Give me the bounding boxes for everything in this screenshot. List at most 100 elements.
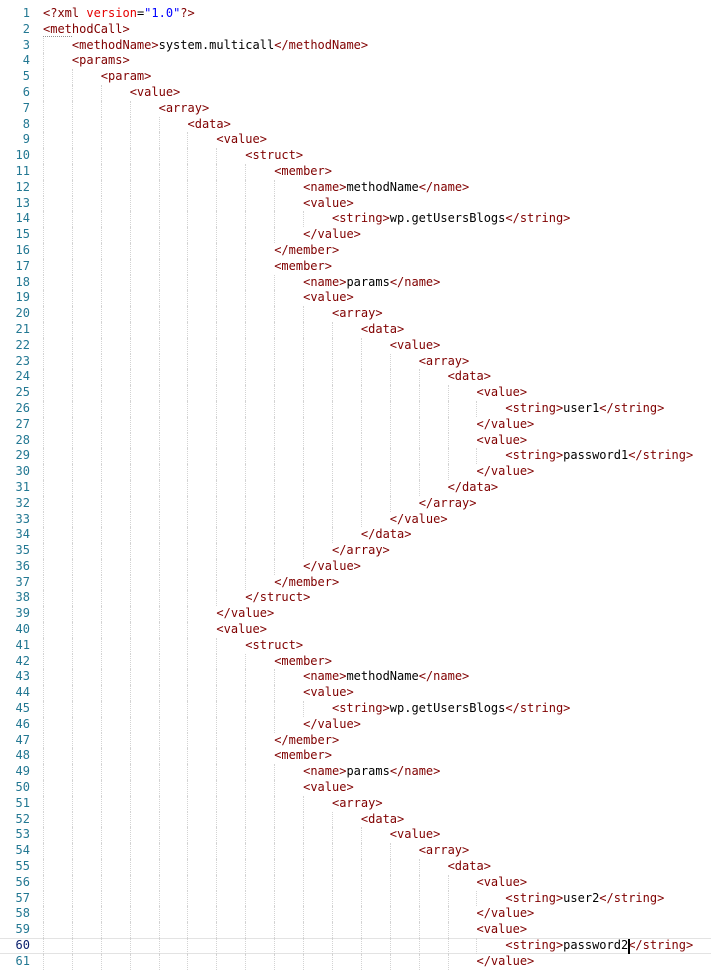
indent-guide [187,179,189,196]
code-line-29[interactable]: 29 <string>password1</string> [0,448,711,465]
code-line-7[interactable]: 7 <array> [0,100,711,117]
indent-guide [331,385,333,401]
indent-guide [129,811,131,828]
code-line-40[interactable]: 40 <value> [0,622,711,638]
code-line-51[interactable]: 51 <array> [0,795,711,812]
code-line-56[interactable]: 56 <value> [0,874,711,891]
code-line-60[interactable]: 60 <string>password2</string> [0,938,711,954]
code-line-36[interactable]: 36 </value> [0,558,711,575]
code-line-12[interactable]: 12 <name>methodName</name> [0,179,711,196]
code-line-53[interactable]: 53 <value> [0,827,711,844]
indent-guide [274,385,276,401]
indent-guide [100,148,102,164]
code-line-54[interactable]: 54 <array> [0,843,711,860]
code-line-11[interactable]: 11 <member> [0,163,711,180]
code-line-61[interactable]: 61 </value> [0,953,711,970]
code-line-22[interactable]: 22 <value> [0,337,711,354]
indent-guide [187,495,189,512]
indent-guide [43,369,44,386]
code-line-30[interactable]: 30 </value> [0,464,711,480]
code-line-28[interactable]: 28 <value> [0,432,711,449]
indent-guide [100,653,102,670]
code-line-49[interactable]: 49 <name>params</name> [0,764,711,781]
indent-guide [43,479,44,496]
indent-guide [331,479,333,496]
token-tag: <string> [505,890,564,905]
indent-guide [216,701,218,717]
indent-guide [274,780,276,796]
code-line-35[interactable]: 35 </array> [0,543,711,559]
indent-guide [187,653,189,670]
code-line-9[interactable]: 9 <value> [0,132,711,149]
code-line-2[interactable]: 2<methodCall> [0,22,711,38]
token-txt: password1 [563,448,629,463]
code-line-32[interactable]: 32 </array> [0,495,711,512]
code-line-46[interactable]: 46 </value> [0,716,711,733]
code-line-16[interactable]: 16 </member> [0,242,711,259]
indent-guide [187,227,189,243]
indent-guide [245,306,247,322]
indent-guide [274,274,276,291]
indent-guide [245,337,247,354]
code-line-38[interactable]: 38 </struct> [0,590,711,607]
code-line-23[interactable]: 23 <array> [0,353,711,370]
token-tag: </member> [274,574,340,589]
code-line-5[interactable]: 5 <param> [0,69,711,85]
code-line-37[interactable]: 37 </member> [0,574,711,591]
code-text: </member> [43,574,711,591]
code-line-17[interactable]: 17 <member> [0,258,711,275]
code-line-8[interactable]: 8 <data> [0,116,711,133]
indent-guide [100,432,102,449]
code-line-20[interactable]: 20 <array> [0,306,711,322]
code-line-10[interactable]: 10 <struct> [0,148,711,164]
code-line-14[interactable]: 14 <string>wp.getUsersBlogs</string> [0,211,711,228]
code-line-33[interactable]: 33 </value> [0,511,711,528]
code-line-44[interactable]: 44 <value> [0,685,711,702]
indent-guide [158,337,160,354]
indent-guide [100,906,102,923]
token-tag: <value> [476,874,528,889]
code-line-45[interactable]: 45 <string>wp.getUsersBlogs</string> [0,701,711,717]
indent-guide [100,574,102,591]
code-line-6[interactable]: 6 <value> [0,84,711,101]
code-line-31[interactable]: 31 </data> [0,479,711,496]
code-text: <name>methodName</name> [43,179,711,196]
code-line-42[interactable]: 42 <member> [0,653,711,670]
code-text: <value> [43,432,711,449]
code-line-34[interactable]: 34 </data> [0,527,711,544]
indent-guide [303,938,305,954]
indent-guide [129,701,131,717]
code-line-58[interactable]: 58 </value> [0,906,711,923]
code-line-57[interactable]: 57 <string>user2</string> [0,890,711,907]
code-line-50[interactable]: 50 <value> [0,780,711,796]
code-line-4[interactable]: 4 <params> [0,53,711,70]
code-line-18[interactable]: 18 <name>params</name> [0,274,711,291]
code-line-21[interactable]: 21 <data> [0,321,711,338]
indent-guide [129,953,131,970]
code-line-59[interactable]: 59 <value> [0,922,711,939]
token-txt [43,180,303,194]
code-line-48[interactable]: 48 <member> [0,748,711,765]
indent-guide [100,227,102,243]
code-line-27[interactable]: 27 </value> [0,416,711,433]
code-line-26[interactable]: 26 <string>user1</string> [0,400,711,417]
code-line-15[interactable]: 15 </value> [0,227,711,243]
code-line-19[interactable]: 19 <value> [0,290,711,307]
code-line-3[interactable]: 3 <methodName>system.multicall</methodNa… [0,37,711,54]
code-line-1[interactable]: 1<?xml version="1.0"?> [0,6,711,22]
code-line-25[interactable]: 25 <value> [0,385,711,401]
code-text: </value> [43,906,711,923]
code-line-13[interactable]: 13 <value> [0,195,711,212]
code-line-41[interactable]: 41 <struct> [0,637,711,654]
code-line-52[interactable]: 52 <data> [0,811,711,828]
code-line-39[interactable]: 39 </value> [0,606,711,623]
indent-guide [245,511,247,528]
indent-guide [100,116,102,133]
code-line-24[interactable]: 24 <data> [0,369,711,386]
code-line-47[interactable]: 47 </member> [0,732,711,749]
token-tag: </array> [331,543,390,558]
code-line-43[interactable]: 43 <name>methodName</name> [0,669,711,686]
indent-guide [129,258,131,275]
code-line-55[interactable]: 55 <data> [0,859,711,875]
